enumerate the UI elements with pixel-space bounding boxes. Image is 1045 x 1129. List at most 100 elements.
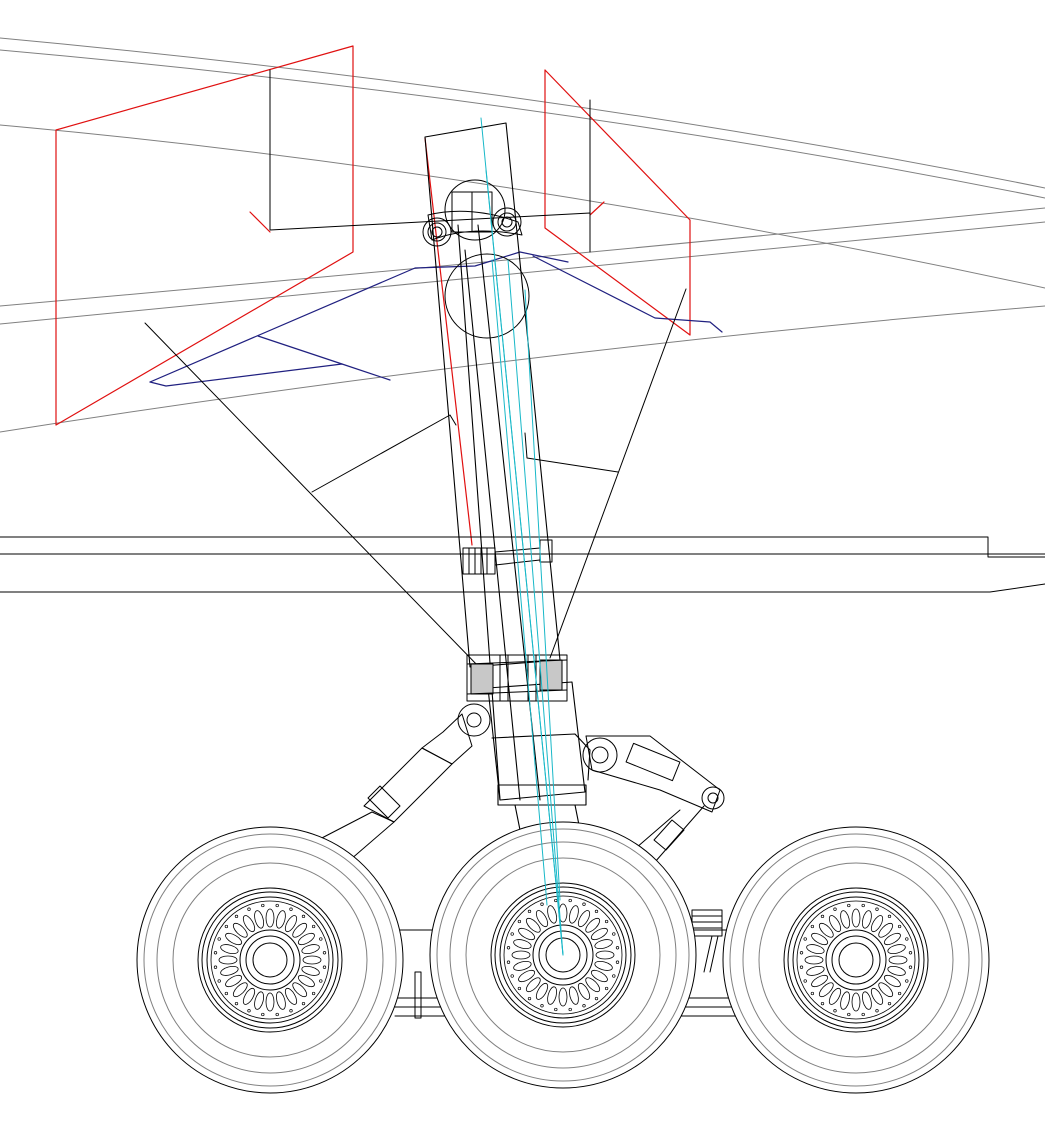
hub-bolt bbox=[275, 1012, 279, 1017]
hub-bolt bbox=[322, 965, 327, 969]
forward-door-envelope bbox=[55, 45, 354, 426]
hub-bolt bbox=[275, 903, 279, 908]
hub-slot bbox=[878, 982, 894, 998]
hub-bolt bbox=[301, 1001, 306, 1006]
strut-centerlines bbox=[480, 117, 564, 956]
tire-outer bbox=[722, 826, 990, 1094]
wheel-set bbox=[136, 821, 990, 1094]
hub-bolt bbox=[604, 986, 609, 991]
hub-bolt bbox=[311, 924, 316, 929]
tire-sidewall-outer bbox=[742, 846, 970, 1074]
hub-bolt bbox=[875, 1009, 879, 1013]
torque-link-pivot-inner bbox=[591, 746, 609, 764]
brake-rod-assembly bbox=[691, 909, 723, 973]
bogie-beam-lug bbox=[414, 971, 422, 1019]
torque-link-end-outer bbox=[701, 786, 725, 810]
forward-pivot-mid bbox=[427, 222, 447, 242]
hub-slot bbox=[275, 910, 286, 929]
hub-bolt bbox=[594, 996, 599, 1001]
hub-bolt bbox=[322, 951, 327, 955]
torque-link-housing bbox=[491, 733, 591, 781]
hub-bolt bbox=[615, 946, 620, 950]
main-strut bbox=[424, 122, 591, 831]
hub-slot bbox=[840, 910, 851, 929]
hub-bolt bbox=[833, 1009, 837, 1013]
hub-slot bbox=[887, 944, 906, 955]
aft-pivot-mid bbox=[497, 212, 517, 232]
tire-sidewall-outer bbox=[449, 841, 677, 1069]
hub-bolt bbox=[506, 946, 511, 950]
hub-slot bbox=[840, 991, 851, 1010]
torque-link-pivot-outer bbox=[582, 737, 618, 773]
hub-slot bbox=[811, 974, 829, 988]
hub-slot bbox=[547, 905, 558, 924]
hub-slot bbox=[232, 982, 248, 998]
hub-bolt bbox=[247, 907, 251, 911]
fuselage-floor-lower bbox=[0, 583, 1045, 593]
hub-slot bbox=[878, 922, 894, 938]
wheel-3 bbox=[722, 826, 990, 1094]
hub-cap-outer bbox=[239, 929, 301, 991]
tire-sidewall-inner bbox=[758, 862, 954, 1058]
hub-slot bbox=[297, 974, 315, 988]
wing-mid-contour bbox=[0, 124, 1045, 289]
hub-slot bbox=[275, 991, 286, 1010]
aft-pivot-inner bbox=[501, 216, 513, 228]
hub-slot bbox=[218, 955, 238, 965]
wing-lower-surface bbox=[0, 305, 1045, 433]
hub-bolt bbox=[908, 951, 913, 955]
hub-bolt bbox=[897, 991, 902, 996]
hub-bolt bbox=[540, 902, 544, 906]
hub-slot bbox=[297, 932, 315, 946]
hub-bolt bbox=[213, 965, 218, 969]
hub-slot bbox=[806, 965, 825, 976]
hub-slot bbox=[861, 991, 872, 1010]
lower-collar-band bbox=[466, 654, 568, 702]
strut-inner-left bbox=[457, 224, 501, 801]
hub-bolt bbox=[510, 932, 514, 936]
hub-bolt bbox=[506, 960, 511, 964]
upper-collar bbox=[462, 539, 553, 575]
strut-centerline-c bbox=[491, 259, 548, 906]
hub-slot bbox=[302, 955, 322, 965]
hub-slot bbox=[513, 939, 532, 950]
hub-bolt bbox=[612, 974, 616, 978]
hub-slot bbox=[577, 982, 591, 1000]
lower-collar-shade-left bbox=[470, 663, 494, 695]
hub-slot bbox=[828, 987, 842, 1005]
torque-link-plate bbox=[625, 742, 681, 782]
hub-bolt bbox=[803, 937, 807, 941]
hub-bolt bbox=[612, 932, 616, 936]
forward-pivot-outer bbox=[422, 217, 452, 247]
axle bbox=[545, 937, 581, 973]
upper-collar-link bbox=[494, 547, 541, 553]
hub-bolt bbox=[554, 1007, 558, 1012]
aft-pivot-outer bbox=[492, 207, 522, 237]
hub-bolt bbox=[905, 979, 909, 983]
forward-side-brace bbox=[144, 322, 481, 669]
hub-bolt bbox=[301, 914, 306, 919]
hub-slot bbox=[284, 915, 298, 933]
rim-inner bbox=[206, 896, 334, 1024]
hub-slot bbox=[232, 922, 248, 938]
aft-door-envelope bbox=[544, 69, 691, 336]
hub-slot bbox=[887, 965, 906, 976]
hub-slot bbox=[254, 910, 265, 929]
hub-bolt bbox=[594, 909, 599, 914]
hub-bolt bbox=[615, 960, 620, 964]
hub-bolt bbox=[527, 996, 532, 1001]
hub-slot bbox=[568, 986, 579, 1005]
strut-collars bbox=[462, 539, 568, 702]
hub-bolt bbox=[799, 965, 804, 969]
hub-bolt bbox=[319, 937, 323, 941]
hub-slot bbox=[242, 915, 256, 933]
hub-cap-inner bbox=[538, 930, 588, 980]
hub-slot bbox=[851, 992, 861, 1012]
strut-centerline-e bbox=[524, 289, 561, 901]
hub-slot bbox=[804, 955, 824, 965]
aft-door-tick bbox=[589, 201, 605, 216]
hub-slot bbox=[595, 950, 615, 960]
lower-collar bbox=[466, 654, 568, 702]
hub-bolt bbox=[887, 1001, 892, 1006]
